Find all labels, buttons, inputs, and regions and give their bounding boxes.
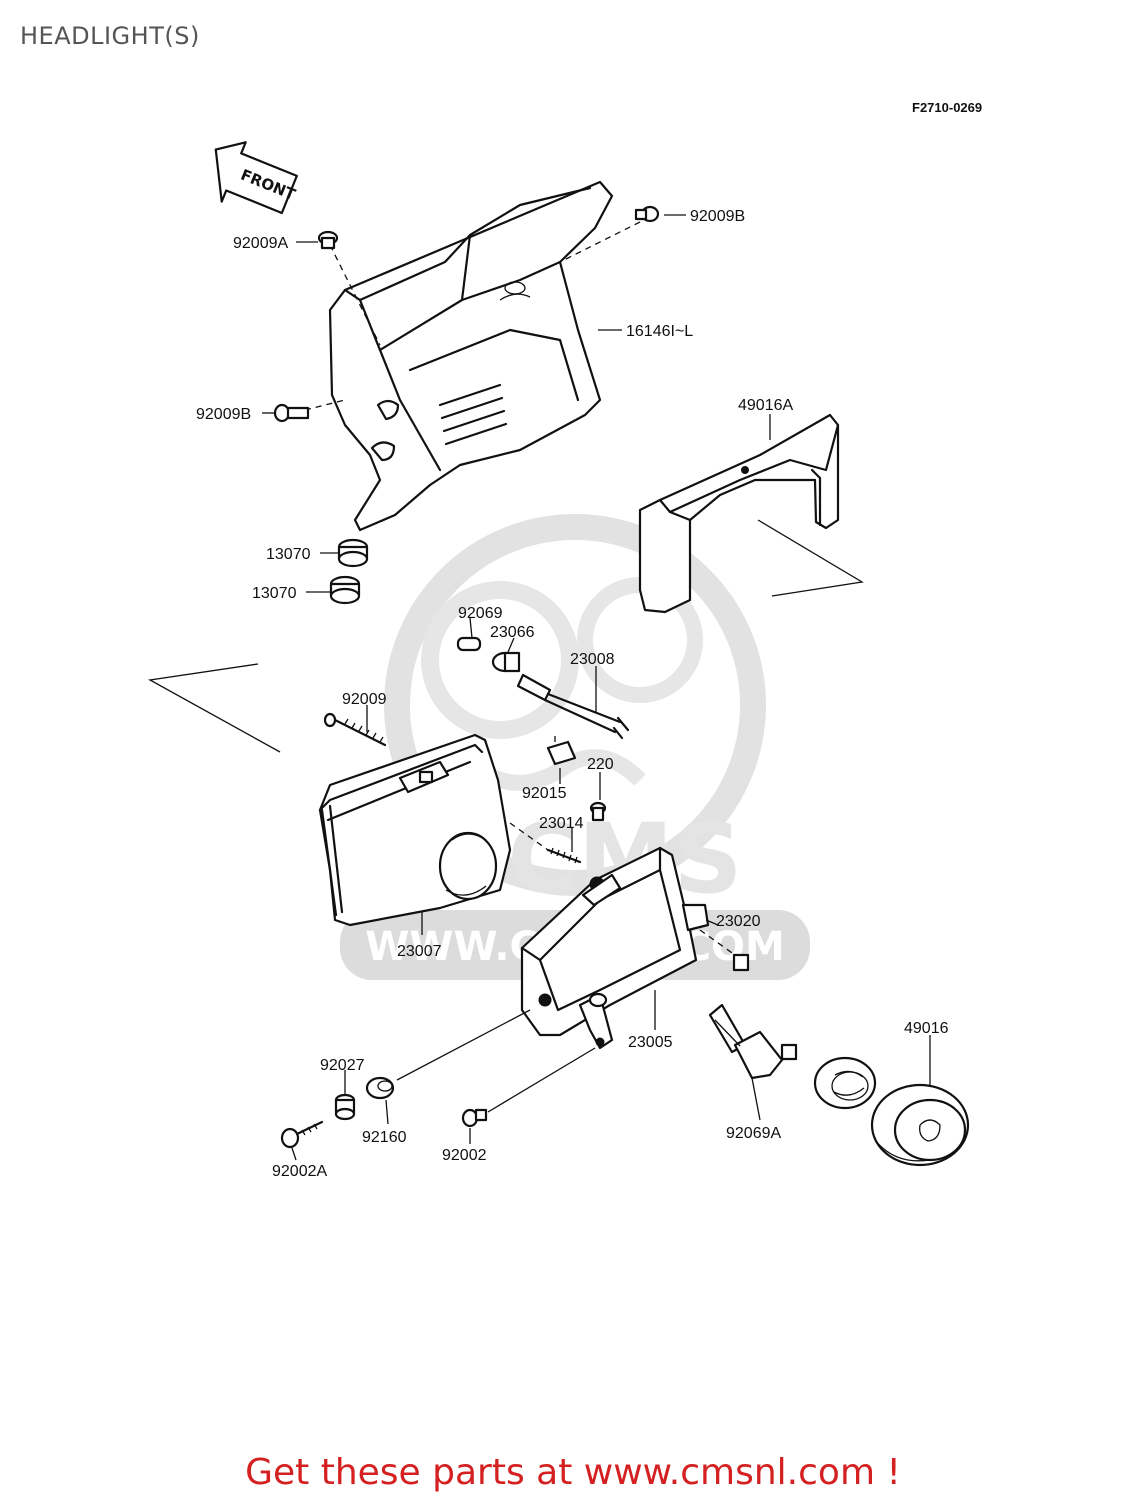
bulb-92069A — [708, 1003, 798, 1080]
headlight-unit-23007 — [318, 733, 512, 927]
label-92002: 92002 — [442, 1147, 487, 1164]
part-labels: 92009A 92009B 16146I~L 92009B 49016A 130… — [196, 208, 949, 1180]
ref-line-right — [757, 519, 864, 597]
socket-23066 — [491, 651, 521, 673]
dust-cover-49016 — [870, 1083, 970, 1167]
adjust-screw-23014 — [509, 822, 582, 864]
page-title: HEADLIGHT(S) — [20, 22, 200, 50]
frame-23005 — [520, 846, 698, 1050]
wire-harness-23008 — [516, 673, 630, 740]
label-92002A: 92002A — [272, 1163, 327, 1180]
label-49016: 49016 — [904, 1020, 949, 1037]
leader-lines — [262, 214, 931, 1161]
bolt-92002A — [280, 1120, 324, 1149]
label-92027: 92027 — [320, 1057, 365, 1074]
label-92015: 92015 — [522, 785, 567, 802]
label-92009A: 92009A — [233, 235, 288, 252]
screw-220 — [589, 801, 607, 822]
label-16146: 16146I~L — [626, 323, 693, 340]
socket-49016-ring — [813, 1056, 877, 1110]
bracket-49016A — [638, 413, 840, 614]
label-23005: 23005 — [628, 1034, 673, 1051]
nut-23020 — [681, 903, 750, 972]
guide-line-92160 — [396, 1009, 531, 1081]
label-23007: 23007 — [397, 943, 442, 960]
label-13070-b: 13070 — [252, 585, 297, 602]
label-13070-a: 13070 — [266, 546, 311, 563]
label-92069: 92069 — [458, 605, 503, 622]
label-23066: 23066 — [490, 624, 535, 641]
bolt-92009B-top — [634, 205, 660, 223]
diagram-code: F2710-0269 — [912, 100, 982, 115]
bolt-92009A — [317, 230, 339, 250]
footer-promo-link[interactable]: Get these parts at www.cmsnl.com ! — [245, 1452, 901, 1493]
collar-92027 — [334, 1093, 356, 1121]
label-23014: 23014 — [539, 815, 584, 832]
label-49016A: 49016A — [738, 397, 793, 414]
label-220: 220 — [587, 756, 614, 773]
ref-line-left — [148, 663, 281, 753]
label-23008: 23008 — [570, 651, 615, 668]
screw-92009 — [323, 712, 387, 747]
damper-13070-a — [337, 538, 369, 568]
clip-92015 — [546, 736, 577, 766]
bolt-92009B-left — [273, 403, 310, 423]
bulb-92069 — [456, 636, 482, 652]
bolt-92002 — [461, 1108, 488, 1128]
label-92069A: 92069A — [726, 1125, 781, 1142]
label-92009: 92009 — [342, 691, 387, 708]
damper-13070-b — [329, 575, 361, 605]
label-23020: 23020 — [716, 913, 761, 930]
headlight-cowl — [304, 180, 641, 532]
guide-line-92002 — [487, 1047, 596, 1113]
front-arrow: FRONT — [214, 141, 299, 215]
label-92009B-left: 92009B — [196, 406, 251, 423]
label-92160: 92160 — [362, 1129, 407, 1146]
label-92009B-top: 92009B — [690, 208, 745, 225]
grommet-92160 — [365, 1076, 395, 1100]
